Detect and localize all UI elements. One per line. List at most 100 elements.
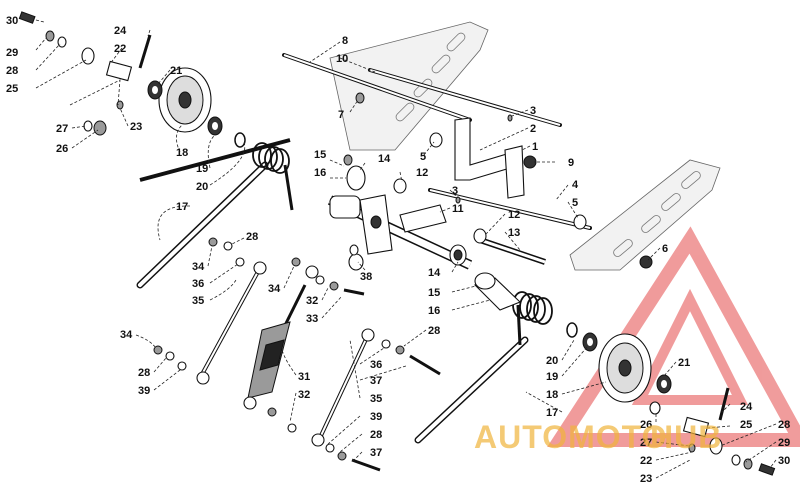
fasteners	[153, 132, 578, 472]
label-32b: 32	[298, 389, 310, 401]
label-24b: 24	[740, 401, 753, 413]
label-23b: 23	[640, 473, 652, 485]
spring-arm-17-lower	[414, 304, 529, 444]
idler-wheel-upper	[158, 67, 212, 133]
label-14: 14	[378, 153, 391, 165]
label-18: 18	[176, 147, 188, 159]
shaft-4	[428, 188, 592, 230]
label-28f: 28	[778, 419, 790, 431]
label-2: 2	[530, 123, 536, 135]
label-36b: 36	[370, 359, 382, 371]
label-4: 4	[572, 179, 579, 191]
shaft-8	[282, 53, 472, 122]
label-23: 23	[130, 121, 142, 133]
label-37b: 37	[370, 447, 382, 459]
label-25b: 25	[740, 419, 752, 431]
label-28e: 28	[370, 429, 382, 441]
watermark-text: AUTOMOTO HUB	[474, 419, 722, 455]
label-38: 38	[360, 271, 372, 283]
label-25: 25	[6, 83, 18, 95]
label-39b: 39	[370, 411, 382, 423]
label-17b: 17	[546, 407, 558, 419]
callout-labels: 30 29 28 25 24 22 21 27 26 23 18 19 20 1…	[6, 15, 790, 485]
shock-absorber-31	[243, 265, 319, 433]
label-5b: 5	[572, 197, 578, 209]
label-24: 24	[114, 25, 127, 37]
small-bushings-upper	[355, 92, 653, 269]
label-19b: 19	[546, 371, 558, 383]
label-27: 27	[56, 123, 68, 135]
label-29: 29	[6, 47, 18, 59]
label-16b: 16	[428, 305, 440, 317]
label-34b: 34	[268, 283, 281, 295]
label-27b: 27	[640, 437, 652, 449]
label-26b: 26	[640, 419, 652, 431]
label-14b: 14	[428, 267, 441, 279]
label-36: 36	[192, 278, 204, 290]
label-22b: 22	[640, 455, 652, 467]
label-12: 12	[416, 167, 428, 179]
label-28c: 28	[428, 325, 440, 337]
leader-lines	[35, 19, 777, 479]
label-28: 28	[6, 65, 18, 77]
bearing-18-upper	[207, 116, 223, 136]
label-35b: 35	[370, 393, 382, 405]
label-32: 32	[306, 295, 318, 307]
label-1: 1	[532, 141, 538, 153]
bolt-assembly-lower-right	[649, 387, 776, 476]
label-26: 26	[56, 143, 68, 155]
label-19: 19	[196, 163, 208, 175]
bearing-21-lower	[656, 374, 672, 394]
label-31: 31	[298, 371, 310, 383]
spring-arm-17-upper	[136, 161, 294, 289]
label-7: 7	[338, 109, 344, 121]
rail-lower	[569, 159, 721, 271]
shaft-10	[368, 68, 562, 127]
label-9: 9	[568, 157, 574, 169]
label-21: 21	[170, 65, 182, 77]
idler-wheel-lower	[598, 333, 652, 403]
label-20b: 20	[546, 355, 558, 367]
link-rod-35-left	[196, 261, 267, 385]
label-33: 33	[306, 313, 318, 325]
label-34c: 34	[120, 329, 133, 341]
label-15: 15	[314, 149, 326, 161]
label-3: 3	[530, 105, 536, 117]
bolt-assembly-upper-left	[18, 11, 152, 136]
label-12b: 12	[508, 209, 520, 221]
label-37: 37	[370, 375, 382, 387]
label-10: 10	[336, 53, 348, 65]
bearing-19-lower	[582, 332, 598, 352]
link-rod-35-right	[311, 328, 375, 447]
label-11: 11	[452, 203, 464, 215]
watermark-text-b: HUB	[650, 419, 722, 455]
label-17: 17	[176, 201, 188, 213]
label-21b: 21	[678, 357, 690, 369]
label-13: 13	[508, 227, 520, 239]
label-28b: 28	[246, 231, 258, 243]
label-30: 30	[6, 15, 18, 27]
label-29b: 29	[778, 437, 790, 449]
watermark-text-a: AUTOMOTO	[474, 419, 667, 455]
bracket-2	[454, 117, 525, 199]
label-18b: 18	[546, 389, 558, 401]
label-16: 16	[314, 167, 326, 179]
label-20: 20	[196, 181, 208, 193]
label-34: 34	[192, 261, 205, 273]
roller-16	[473, 272, 521, 311]
coil-spring-upper	[252, 142, 290, 174]
label-3b: 3	[452, 185, 458, 197]
bushing-14-lower	[449, 244, 467, 266]
label-28d: 28	[138, 367, 150, 379]
label-6: 6	[662, 243, 668, 255]
label-39: 39	[138, 385, 150, 397]
pivot-block	[329, 165, 447, 271]
label-15b: 15	[428, 287, 440, 299]
label-30b: 30	[778, 455, 790, 467]
label-8: 8	[342, 35, 348, 47]
label-22: 22	[114, 43, 126, 55]
shaft-13	[479, 237, 546, 265]
label-5: 5	[420, 151, 426, 163]
